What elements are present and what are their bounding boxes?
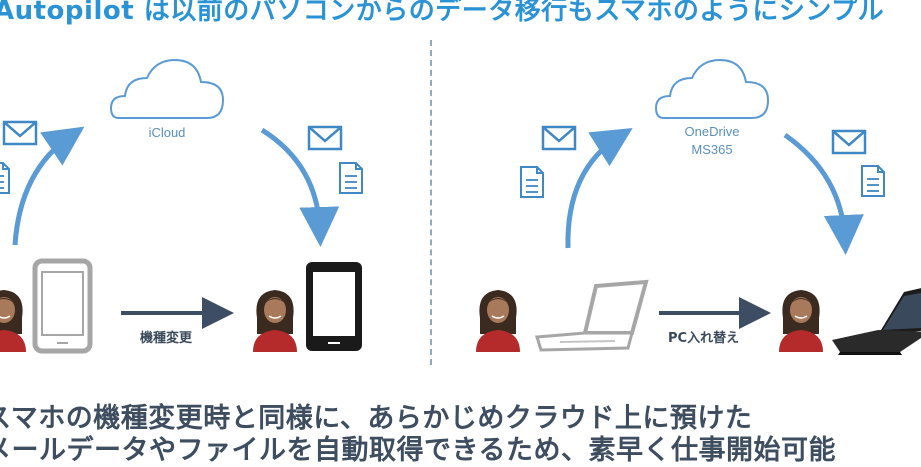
old-smartphone-icon: [32, 258, 93, 354]
person-avatar: [778, 289, 824, 353]
ms365-label: MS365: [691, 142, 733, 157]
icloud-cloud-icon: [110, 59, 224, 119]
mail-icon: [541, 125, 577, 151]
caption-line-1: スマホの機種変更時と同様に、あらかじめクラウド上に預けた: [0, 403, 753, 434]
document-icon: [339, 162, 363, 194]
download-arrow-left: [260, 127, 340, 247]
device-change-label: 機種変更: [140, 331, 193, 346]
mail-icon: [307, 125, 343, 151]
slide-title: Autopilot は以前のパソコンからのデータ移行もスマホのようにシンプル: [0, 0, 885, 26]
upload-arrow-right: [565, 128, 633, 249]
old-laptop-icon: [535, 279, 649, 352]
diagram-canvas: [0, 59, 921, 355]
document-icon: [520, 166, 544, 198]
person-avatar: [475, 289, 521, 353]
mail-icon: [831, 129, 867, 155]
new-laptop-icon: [832, 288, 921, 355]
download-arrow-right: [783, 132, 864, 255]
caption-line-2: メールデータやファイルを自動取得できるため、素早く仕事開始可能: [0, 435, 836, 466]
mail-icon: [2, 120, 38, 146]
document-icon: [0, 162, 10, 194]
new-smartphone-icon: [306, 262, 362, 351]
pc-replacement-label: PC入れ替え: [668, 331, 740, 346]
person-avatar: [0, 289, 27, 353]
icloud-label: iCloud: [148, 125, 186, 140]
upload-arrow-left: [12, 126, 85, 246]
onedrive-label: OneDrive: [684, 124, 740, 139]
onedrive-cloud-icon: [655, 59, 769, 119]
person-avatar: [252, 289, 298, 353]
section-divider: [430, 40, 432, 365]
document-icon: [861, 165, 885, 197]
